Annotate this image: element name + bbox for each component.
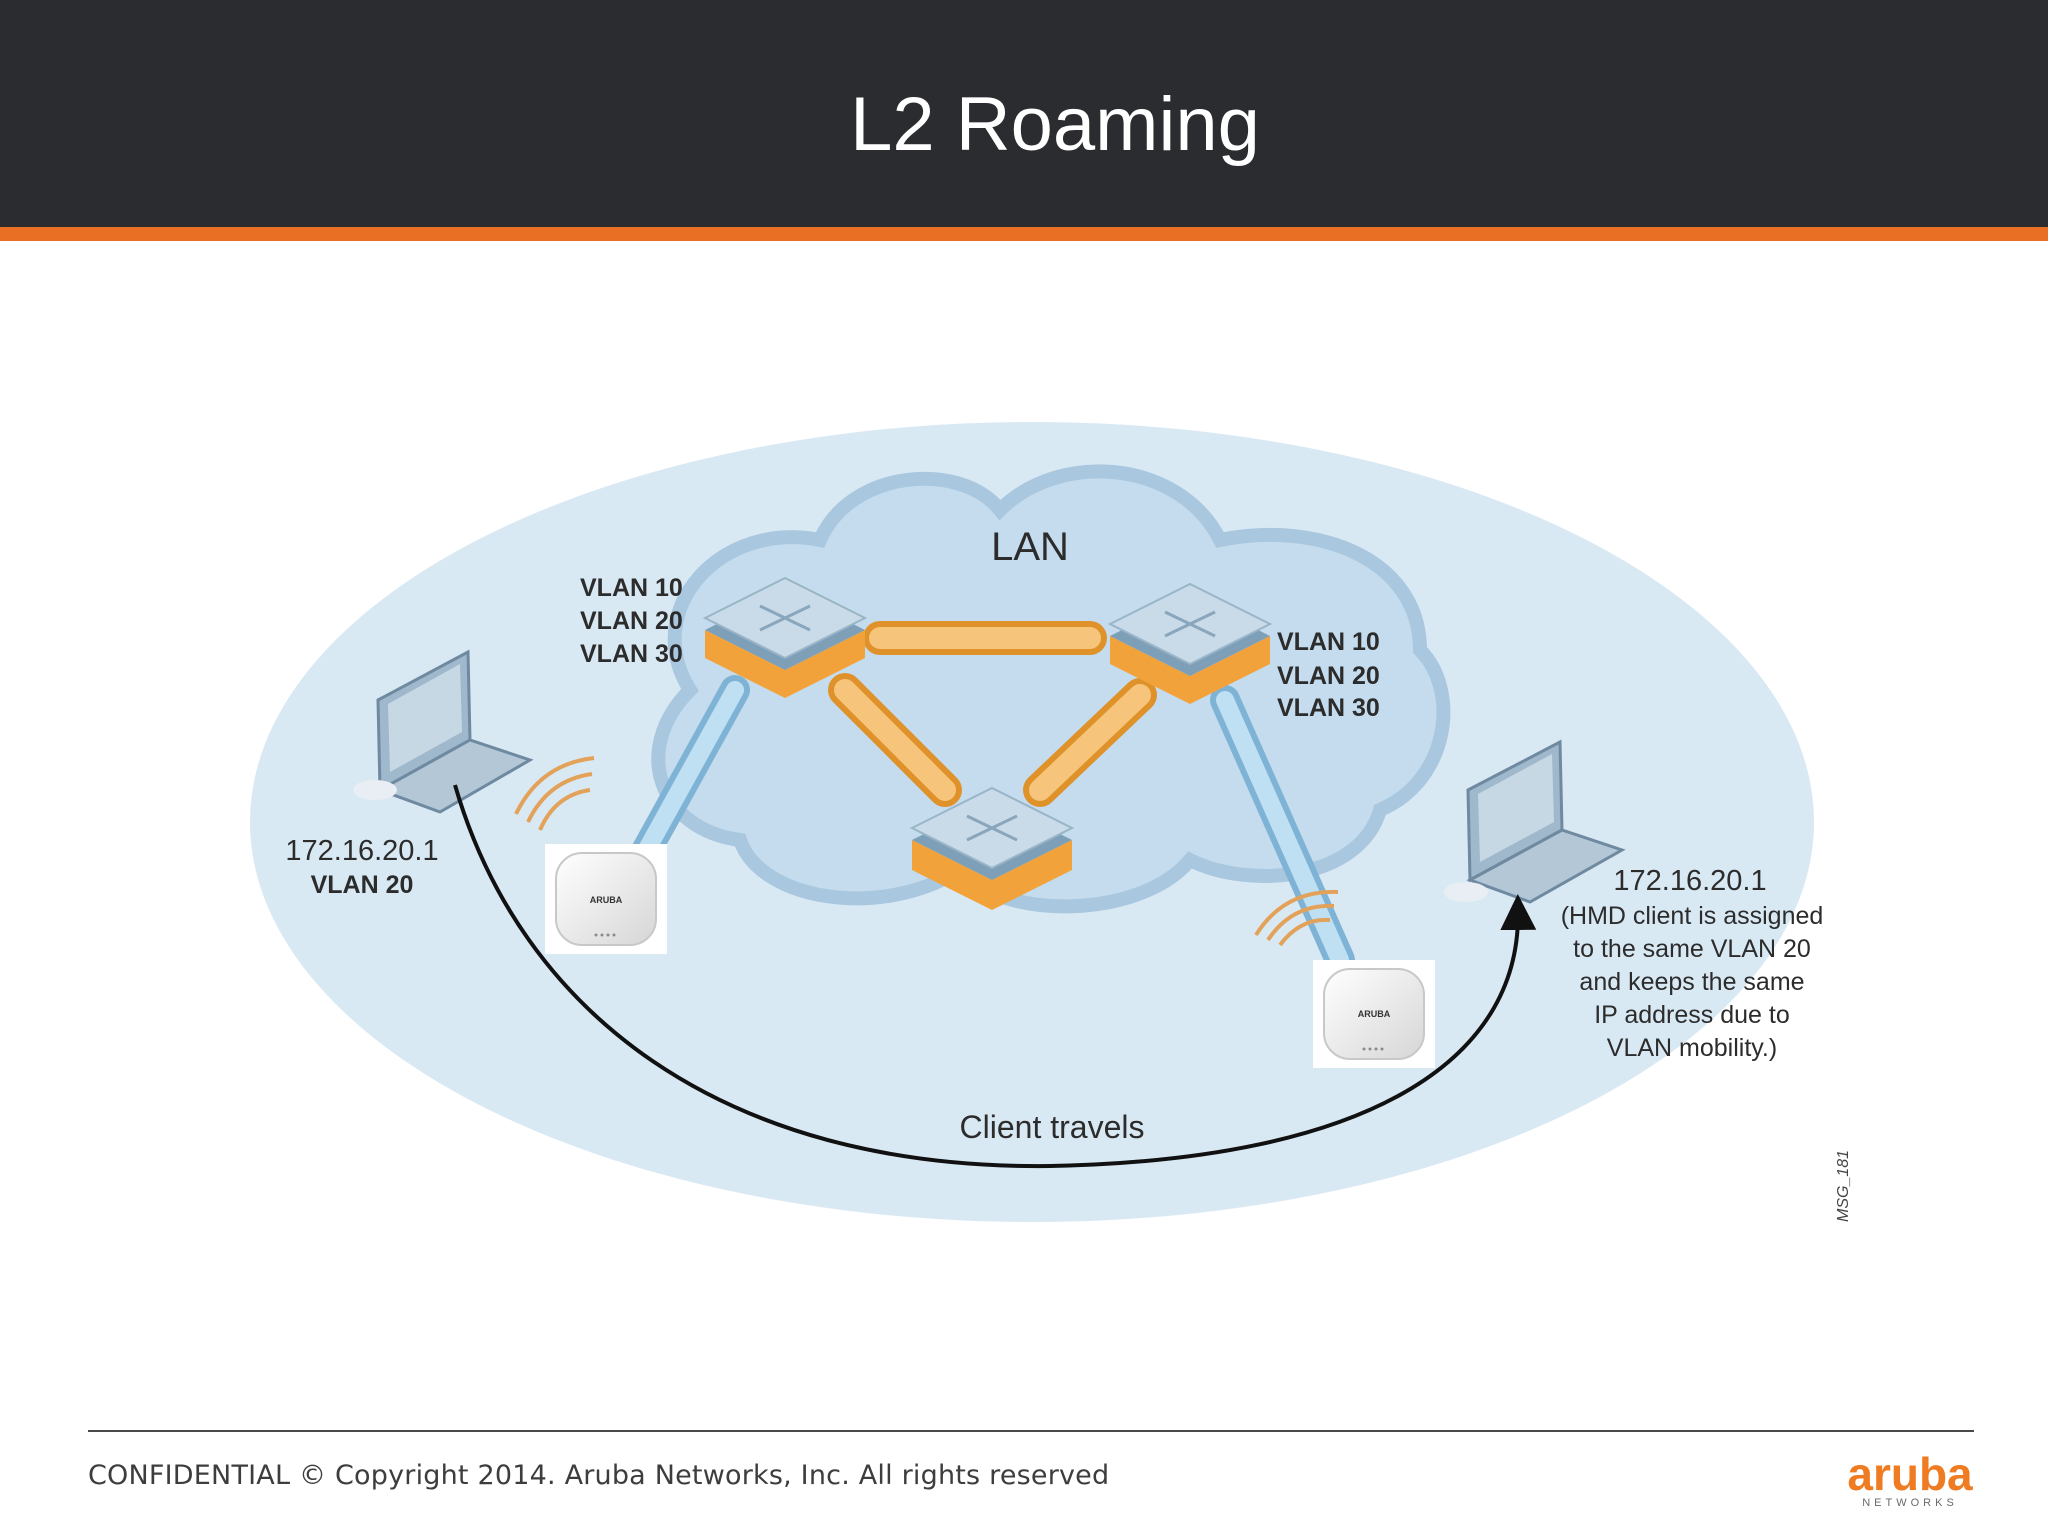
client-travel-arrow [453,784,1537,1169]
note-line: (HMD client is assigned [1561,902,1824,930]
lan-label: LAN [991,525,1069,569]
switch-left-vlan-labels: VLAN 10 VLAN 20 VLAN 30 [580,574,683,668]
ap-brand-label: ARUBA [1358,1009,1391,1019]
note-line: to the same VLAN 20 [1573,935,1811,963]
note-line: VLAN mobility.) [1607,1034,1777,1062]
access-point-left-icon: ARUBA [545,844,667,954]
figure-id: MSG_181 [1835,1150,1852,1222]
switch-right [1107,582,1273,704]
title-bar: L2 Roaming [0,0,2048,227]
vlan-label: VLAN 30 [1277,694,1380,722]
slide-title: L2 Roaming [850,82,1260,167]
switch-link-left-bottom [828,673,962,807]
aruba-logo: aruba [1847,1448,1973,1500]
client-left-vlan: VLAN 20 [311,871,414,899]
switch-link-right-bottom [1023,678,1157,807]
note-line: and keeps the same [1579,968,1804,996]
switch-left [702,576,868,698]
client-travels-label: Client travels [960,1109,1145,1145]
note-line: IP address due to [1594,1001,1790,1029]
footer-confidential: CONFIDENTIAL © Copyright 2014. Aruba Net… [88,1460,1110,1491]
client-right-ip: 172.16.20.1 [1613,865,1766,897]
vlan-label: VLAN 10 [580,574,683,602]
wifi-signal-right-icon [1254,889,1339,947]
vlan-label: VLAN 20 [580,607,683,635]
accent-bar [0,227,2048,241]
vlan-label: VLAN 10 [1277,628,1380,656]
ap-brand-label: ARUBA [590,895,623,905]
lan-cloud [651,464,1451,914]
laptop-left-icon [353,649,534,814]
access-point-right-icon: ARUBA [1313,960,1435,1068]
vlan-label: VLAN 30 [580,640,683,668]
aruba-logo-subtext: NETWORKS [1862,1497,1958,1509]
switch-bottom [909,786,1075,910]
client-right-note: (HMD client is assigned to the same VLAN… [1561,902,1824,1062]
laptop-right-icon [1444,739,1626,904]
vlan-label: VLAN 20 [1277,662,1380,690]
wifi-signal-left-icon [514,756,595,831]
client-left-ip: 172.16.20.1 [285,835,438,867]
footer-divider [88,1430,1974,1432]
switch-right-vlan-labels: VLAN 10 VLAN 20 VLAN 30 [1277,628,1380,722]
ap-uplink-right [1210,685,1355,975]
